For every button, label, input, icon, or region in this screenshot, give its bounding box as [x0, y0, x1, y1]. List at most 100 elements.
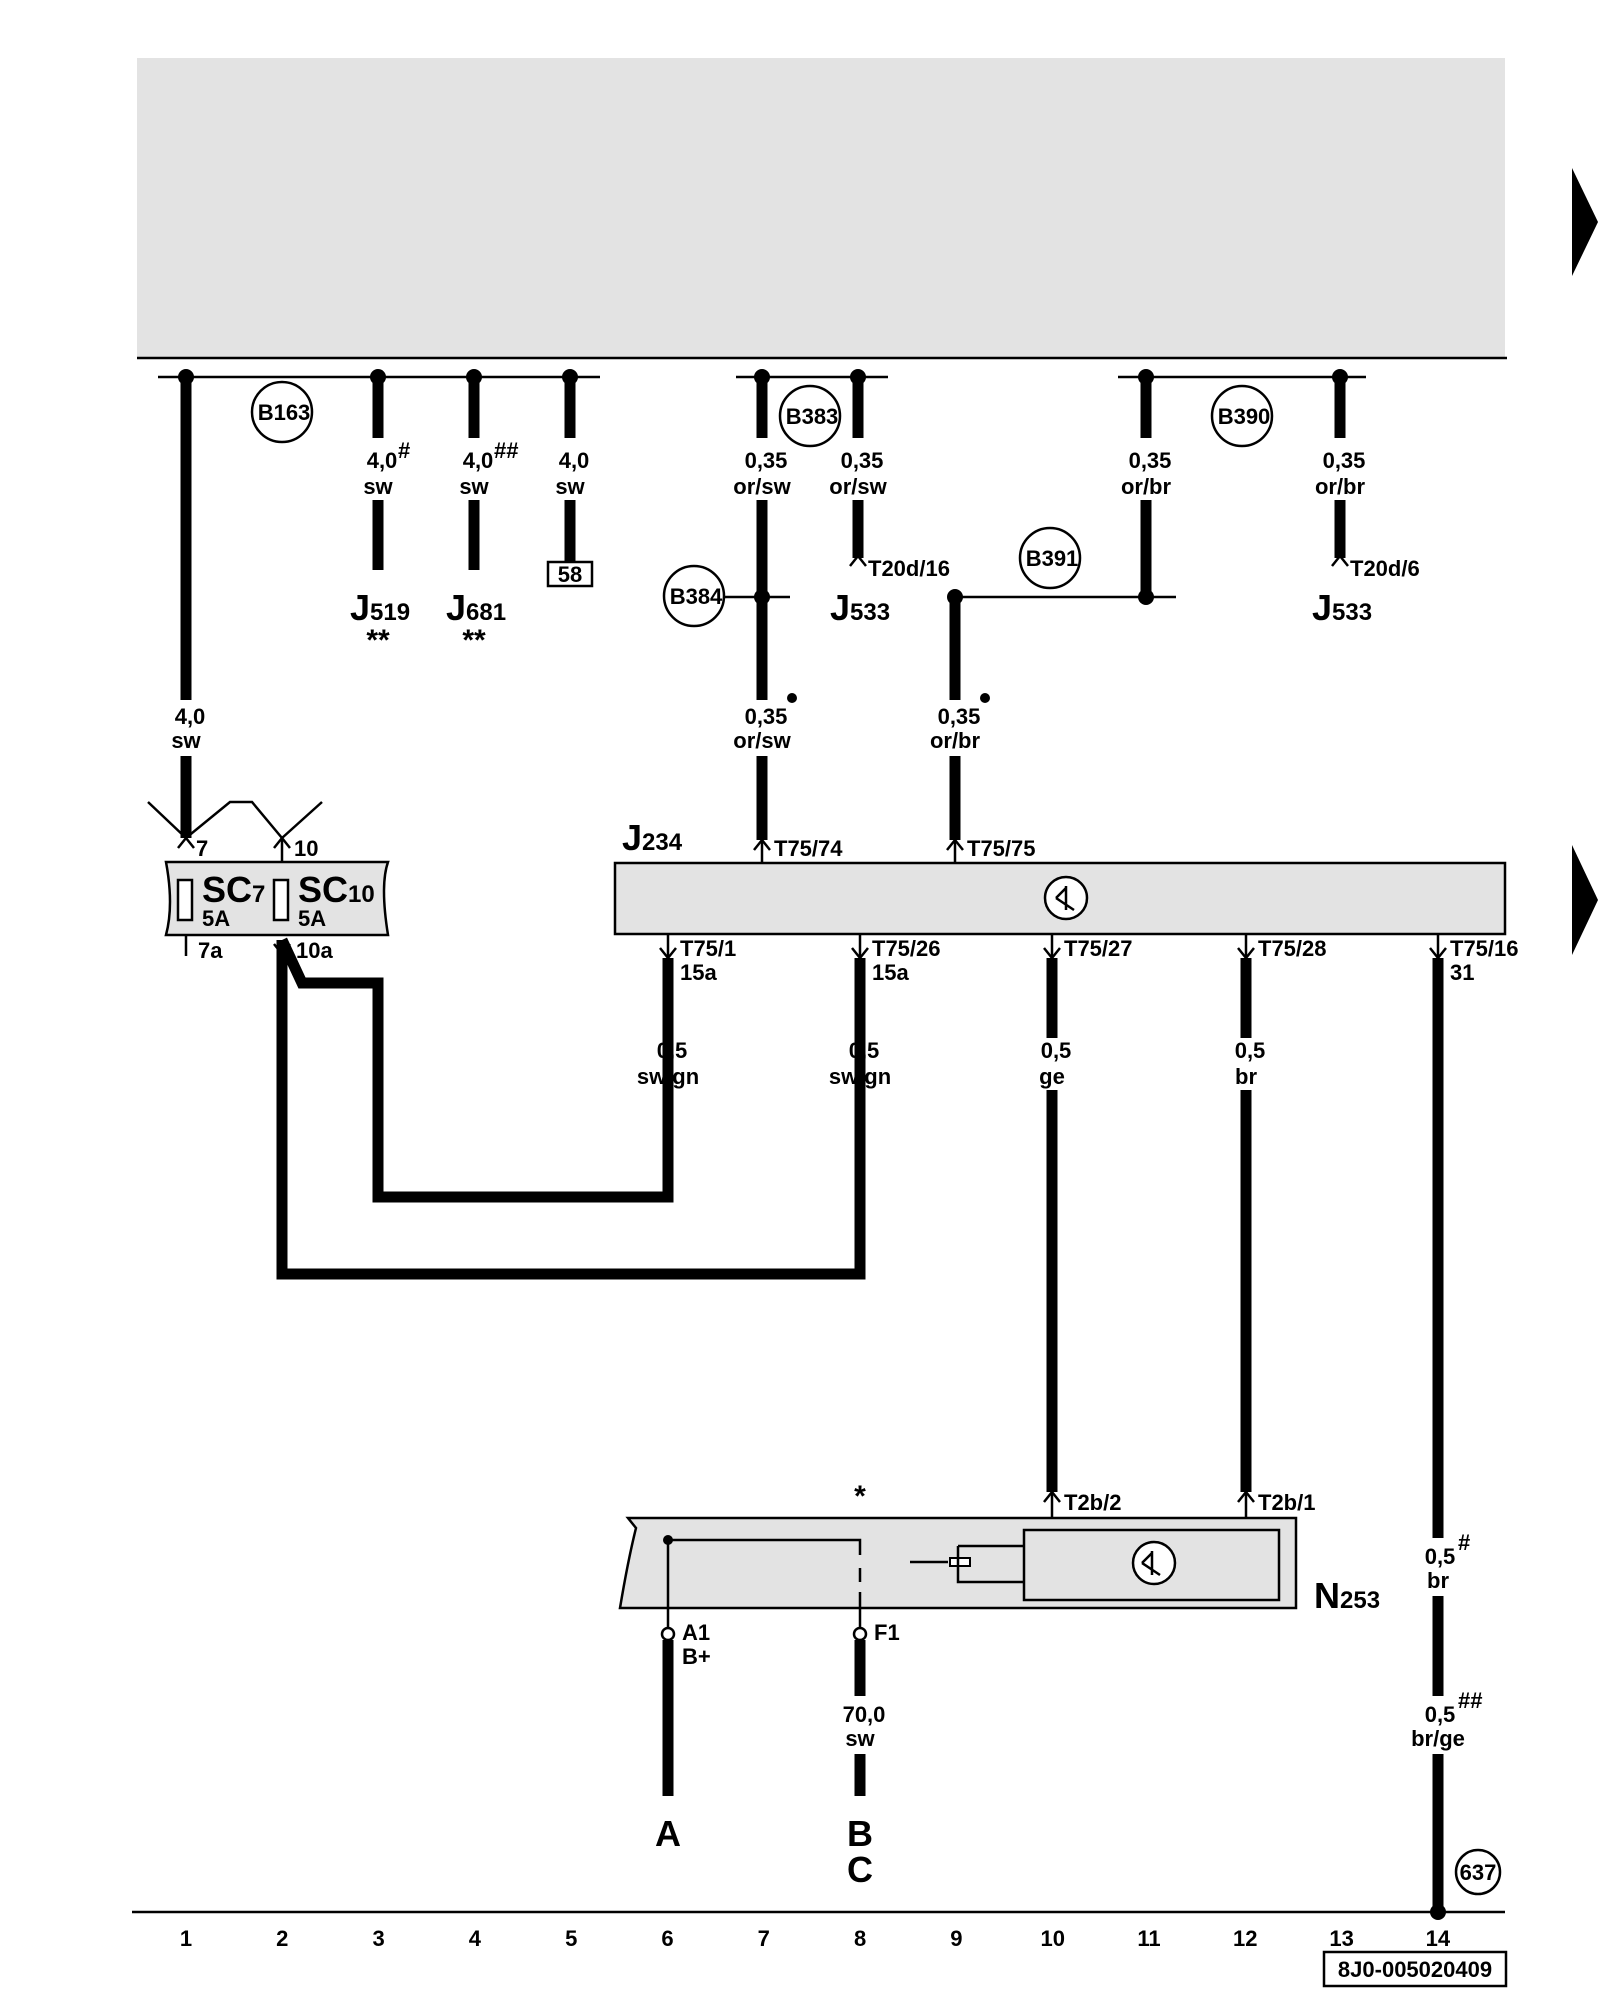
wire-col14-b-sup: ## — [1458, 1688, 1482, 1713]
ground-637: 637 — [1460, 1860, 1497, 1885]
pin-sc-10: 10 — [294, 836, 318, 861]
pin-t751-sub: 15a — [680, 960, 717, 985]
pin-t20d6: T20d/6 — [1350, 556, 1420, 581]
wire-col11-top-color: or/br — [1121, 474, 1172, 499]
column-number: 4 — [469, 1926, 482, 1951]
relay-b391: B391 — [1026, 546, 1079, 571]
component-j533-b[interactable]: J533 — [1312, 587, 1372, 628]
node-col11 — [1138, 369, 1154, 385]
wire-col10-low-color: ge — [1039, 1064, 1065, 1089]
fuse-bridge-wires — [147, 800, 323, 840]
continue-arrow-right-mid[interactable] — [1572, 845, 1598, 955]
pin-t7575: T75/75 — [967, 836, 1036, 861]
column-number: 8 — [854, 1926, 866, 1951]
continuation-a[interactable]: A — [655, 1813, 681, 1854]
wire-10a-to-t7526[interactable] — [276, 940, 866, 1280]
wire-col7-top-color: or/sw — [733, 474, 791, 499]
wire-col9-mid-color: or/br — [930, 728, 981, 753]
pin-a1: A1 — [682, 1620, 710, 1645]
fuse-sc10-element — [272, 878, 290, 922]
node-col1 — [178, 369, 194, 385]
n253-a1-node — [663, 1535, 673, 1545]
pin-t751: T75/1 — [680, 936, 736, 961]
n253-actuator-bracket — [956, 1546, 1024, 1584]
pin-t7526: T75/26 — [872, 936, 941, 961]
pin-a1-ring — [660, 1626, 676, 1642]
relay-b390-circle[interactable] — [1210, 384, 1274, 448]
continuation-b[interactable]: B — [847, 1813, 873, 1854]
relay-b163: B163 — [258, 400, 311, 425]
pin-t20d16: T20d/16 — [868, 556, 950, 581]
pin-t20d6-mark — [1331, 553, 1349, 567]
column-number: 6 — [661, 1926, 673, 1951]
component-j533-a[interactable]: J533 — [830, 587, 890, 628]
component-j234[interactable]: J234 — [622, 817, 683, 858]
pin-sc-10a: 10a — [296, 938, 333, 963]
relay-b384: B384 — [670, 584, 723, 609]
column-number: 12 — [1233, 1926, 1257, 1951]
j234-electronics-symbol — [1055, 886, 1075, 912]
relay-b383: B383 — [786, 404, 839, 429]
pin-t2b2: T2b/2 — [1064, 1490, 1121, 1515]
terminal-58-box — [546, 560, 594, 588]
column-number: 2 — [276, 1926, 288, 1951]
wire-col8-top-color: or/sw — [829, 474, 887, 499]
component-j519[interactable]: J519 — [350, 587, 410, 628]
wire-col14-a-color: br — [1427, 1568, 1449, 1593]
wire-col1-gauge: 4,0 — [175, 704, 206, 729]
node-col7 — [754, 369, 770, 385]
component-j681[interactable]: J681 — [446, 587, 506, 628]
wire-col3-gauge: 4,0 — [367, 448, 398, 473]
wire-col12-low-color: br — [1235, 1064, 1257, 1089]
pin-f1: F1 — [874, 1620, 900, 1645]
relay-b390: B390 — [1218, 404, 1271, 429]
fuse-sc7-label[interactable]: SC7 — [202, 869, 265, 910]
drawing-number-box — [1322, 1950, 1508, 1988]
pin-t7526-sub: 15a — [872, 960, 909, 985]
wire-col4-sup: ## — [494, 438, 518, 463]
n253-actuator-coil — [949, 1557, 971, 1567]
column-number: 14 — [1426, 1926, 1451, 1951]
n253-electronics-symbol — [1141, 1551, 1161, 1577]
relay-b383-circle[interactable] — [778, 384, 842, 448]
relay-b384-circle[interactable] — [662, 564, 726, 628]
wire-col1-color: sw — [171, 728, 201, 753]
drawing-number: 8J0-005020409 — [1338, 1957, 1492, 1982]
wire-col10-low-gauge: 0,5 — [1041, 1038, 1072, 1063]
column-number: 5 — [565, 1926, 577, 1951]
wire-col8-bot-gauge: 70,0 — [843, 1702, 886, 1727]
wire-col9-dot — [980, 693, 990, 703]
continuation-c[interactable]: C — [847, 1849, 873, 1890]
pin-sc7-mark — [177, 835, 195, 849]
pin-t2b1: T2b/1 — [1258, 1490, 1315, 1515]
pin-t7516: T75/16 — [1450, 936, 1519, 961]
fuse-sc10-label[interactable]: SC10 — [298, 869, 375, 910]
column-number: 1 — [180, 1926, 192, 1951]
wire-col14-b-gauge: 0,5 — [1425, 1702, 1456, 1727]
node-col5 — [562, 369, 578, 385]
wire-col5-color: sw — [555, 474, 585, 499]
component-j681-note: ** — [462, 624, 486, 657]
relay-b391-circle[interactable] — [1018, 526, 1082, 590]
relay-b163-circle[interactable] — [250, 380, 314, 444]
wire-col8-top-gauge: 0,35 — [841, 448, 884, 473]
fuse-sc7-rating: 5A — [202, 906, 230, 931]
component-n253[interactable]: N253 — [1314, 1575, 1380, 1616]
pin-t20d16-mark — [849, 553, 867, 567]
component-j519-note: ** — [366, 624, 390, 657]
pin-f1-ring — [852, 1626, 868, 1642]
wire-col8-bot-color: sw — [845, 1726, 875, 1751]
column-number: 9 — [950, 1926, 962, 1951]
wire-10a-to-t751[interactable] — [277, 937, 674, 1203]
wire-col3-color: sw — [363, 474, 393, 499]
node-col8 — [850, 369, 866, 385]
header-panel — [137, 58, 1505, 358]
continue-arrow-right-top[interactable] — [1572, 168, 1598, 276]
fuse-sc7-element — [176, 878, 194, 922]
pin-t7516-sub: 31 — [1450, 960, 1474, 985]
ground-637-circle[interactable] — [1454, 1848, 1502, 1896]
wire-col13-top-color: or/br — [1315, 474, 1366, 499]
pin-t7574: T75/74 — [774, 836, 843, 861]
wire-col6-low-color: sw/gn — [637, 1064, 699, 1089]
pin-sc-7: 7 — [196, 836, 208, 861]
